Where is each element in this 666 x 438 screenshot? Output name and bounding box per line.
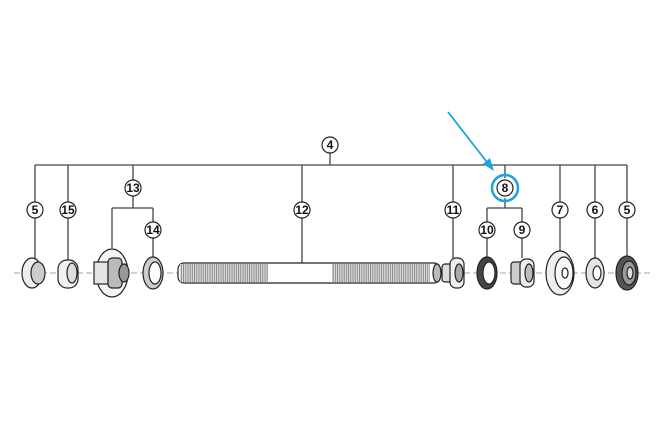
callout-label: 12 [295,203,309,217]
callout-label: 6 [592,203,599,217]
callout-10[interactable]: 10 [478,221,496,239]
callout-label: 5 [32,203,39,217]
callout-7[interactable]: 7 [551,201,569,219]
pointer-arrow-icon [447,111,494,171]
callout-4[interactable]: 4 [321,136,339,154]
callout-14[interactable]: 14 [144,221,162,239]
callout-11[interactable]: 11 [444,201,462,219]
part-10-seal [476,256,498,290]
callout-label: 11 [447,203,460,217]
part-14-seal [142,256,164,290]
callout-label: 13 [126,181,140,195]
callout-8-highlighted[interactable]: 8 [490,173,520,203]
callout-label: 9 [519,223,526,237]
part-11-cone [441,257,465,289]
part-5-locknut-left [21,257,46,289]
part-6-washer [585,257,605,289]
part-15-spacer [57,259,79,289]
callout-6[interactable]: 6 [586,201,604,219]
part-7-spacer [545,250,575,296]
part-12-axle [177,262,442,284]
part-13-cone-with-dust-cap [93,248,130,298]
callout-label: 14 [146,223,160,237]
callout-5-right[interactable]: 5 [618,201,636,219]
callout-12[interactable]: 12 [293,201,311,219]
callout-13[interactable]: 13 [124,179,142,197]
part-5-locknut-right [615,255,639,291]
callout-label: 5 [624,203,631,217]
callout-15[interactable]: 15 [59,201,77,219]
callout-label: 10 [480,223,494,237]
callout-9[interactable]: 9 [513,221,531,239]
callout-label: 7 [557,203,564,217]
callout-label: 4 [327,138,334,152]
leader-lines [34,153,628,265]
callout-label: 15 [61,203,75,217]
callout-5-left[interactable]: 5 [26,201,44,219]
highlight-ring [490,173,520,203]
part-9-cone [510,258,535,288]
callout-label: 8 [502,181,509,195]
